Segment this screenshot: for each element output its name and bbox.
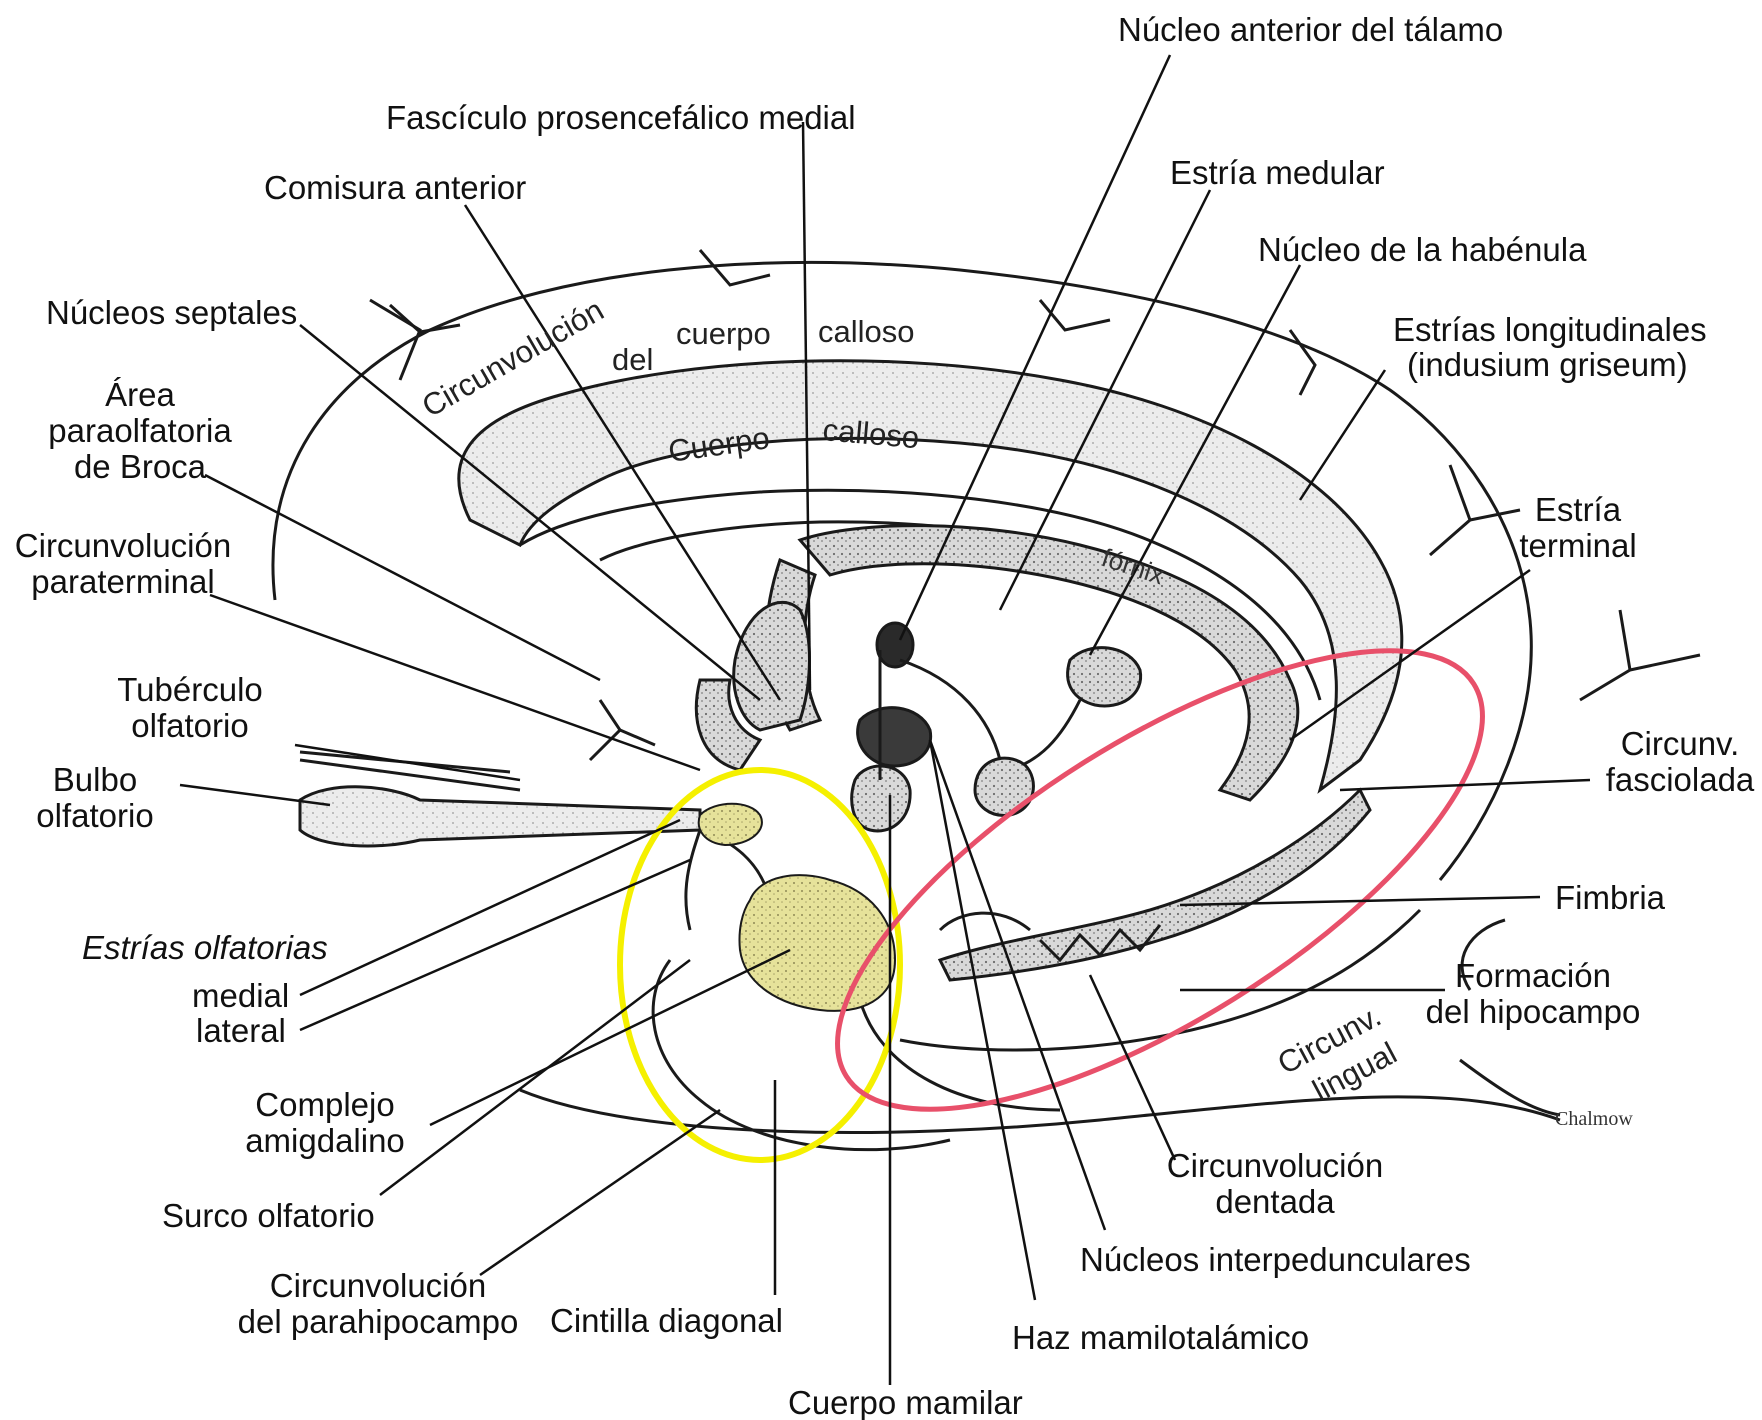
label-del: del — [612, 342, 653, 377]
label-fasciculo-prosencefalico: Fascículo prosencefálico medial — [386, 100, 856, 136]
label-area-paraolfatoria: Área paraolfatoria de Broca — [40, 377, 240, 485]
label-area-paraolfatoria-line3: de Broca — [40, 449, 240, 485]
label-tuberculo-line2: olfatorio — [100, 708, 280, 744]
label-tuberculo-line1: Tubérculo — [100, 672, 280, 708]
olfactory-tubercle-shape — [699, 804, 762, 845]
amygdala-shape — [739, 875, 895, 1011]
label-tuberculo-olfatorio: Tubérculo olfatorio — [100, 672, 280, 744]
label-circ-paraterminal-line1: Circunvolución — [8, 528, 238, 564]
label-indusium-griseum: (indusium griseum) — [1407, 347, 1688, 383]
label-circ-dentada-line1: Circunvolución — [1155, 1148, 1395, 1184]
septal-region — [696, 602, 809, 770]
label-circunvolucion-paraterminal: Circunvolución paraterminal — [8, 528, 238, 600]
label-calloso-2: calloso — [821, 412, 920, 455]
label-complejo-amigdalino: Complejo amigdalino — [240, 1087, 410, 1159]
label-surco-olfatorio: Surco olfatorio — [162, 1198, 375, 1234]
label-complejo-line2: amigdalino — [240, 1123, 410, 1159]
label-circunvolucion-parahipocampo: Circunvolución del parahipocampo — [228, 1268, 528, 1340]
label-cuerpo-mamilar: Cuerpo mamilar — [788, 1385, 1023, 1420]
label-calloso: calloso — [818, 314, 915, 349]
label-nucleo-habenula: Núcleo de la habénula — [1258, 232, 1586, 268]
label-formacion-line1: Formación — [1418, 958, 1648, 994]
label-circ-parahipocampo-line1: Circunvolución — [228, 1268, 528, 1304]
label-circ-fasciolada-line2: fasciolada — [1600, 762, 1760, 798]
label-estria-terminal-line1: Estría — [1508, 492, 1648, 528]
label-cintilla-diagonal: Cintilla diagonal — [550, 1303, 783, 1339]
label-complejo-line1: Complejo — [240, 1087, 410, 1123]
label-circunv-fasciolada: Circunv. fasciolada — [1600, 726, 1760, 798]
label-bulbo-olfatorio: Bulbo olfatorio — [20, 762, 170, 834]
artist-signature: Chalmow — [1555, 1108, 1633, 1130]
label-circ-parahipocampo-line2: del parahipocampo — [228, 1304, 528, 1340]
label-comisura-anterior: Comisura anterior — [264, 170, 526, 206]
label-estria-lateral: lateral — [196, 1013, 286, 1049]
label-nucleo-anterior-talamo: Núcleo anterior del tálamo — [1118, 12, 1503, 48]
label-estrias-olfatorias: Estrías olfatorias — [82, 930, 328, 966]
label-fimbria: Fimbria — [1555, 880, 1665, 916]
label-circ-dentada-line2: dentada — [1155, 1184, 1395, 1220]
label-cuerpo: cuerpo — [676, 316, 771, 351]
label-circ-fasciolada-line1: Circunv. — [1600, 726, 1760, 762]
olfactory-tracts — [300, 752, 770, 930]
label-estria-terminal: Estría terminal — [1508, 492, 1648, 564]
label-formacion-line2: del hipocampo — [1418, 994, 1648, 1030]
label-circunvolucion-dentada: Circunvolución dentada — [1155, 1148, 1395, 1220]
label-bulbo-line2: olfatorio — [20, 798, 170, 834]
label-haz-mamilotalamico: Haz mamilotalámico — [1012, 1320, 1309, 1356]
label-nucleos-septales: Núcleos septales — [46, 295, 297, 331]
label-area-paraolfatoria-line1: Área — [40, 377, 240, 413]
label-area-paraolfatoria-line2: paraolfatoria — [40, 413, 240, 449]
label-formacion-hipocampo: Formación del hipocampo — [1418, 958, 1648, 1030]
label-estria-terminal-line2: terminal — [1508, 528, 1648, 564]
label-estrias-longitudinales: Estrías longitudinales — [1393, 312, 1707, 348]
diencephalic-nuclei — [852, 623, 1141, 831]
label-nucleos-interpedunculares: Núcleos interpedunculares — [1080, 1242, 1471, 1278]
label-circ-paraterminal-line2: paraterminal — [8, 564, 238, 600]
label-estria-medular: Estría medular — [1170, 155, 1385, 191]
label-estria-medial: medial — [192, 978, 289, 1014]
label-bulbo-line1: Bulbo — [20, 762, 170, 798]
